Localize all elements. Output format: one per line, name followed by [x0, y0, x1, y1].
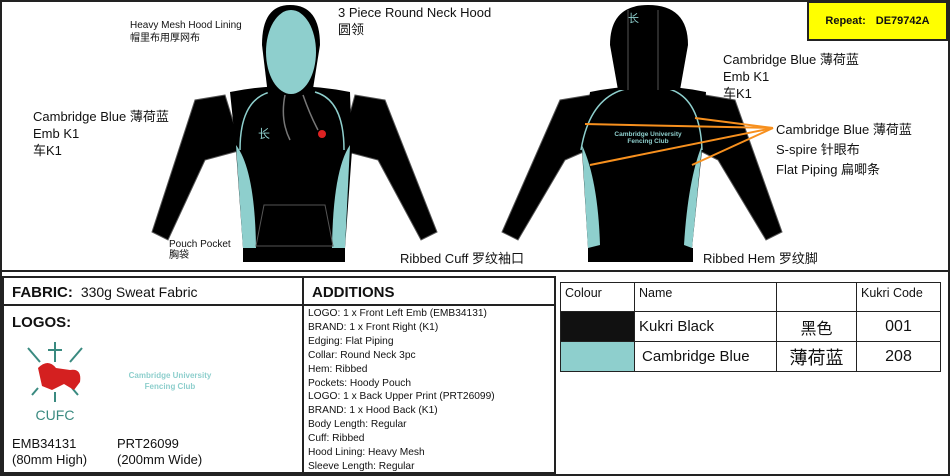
front-emb-label: Cambridge Blue 薄荷蓝 Emb K1 车K1	[33, 108, 169, 159]
addition-item: LOGO: 1 x Back Upper Print (PRT26099)	[308, 391, 495, 403]
brand-k1-mark: ⻓	[258, 127, 270, 141]
back-hoodie: ⻓	[501, 5, 783, 262]
addition-item: Hood Lining: Heavy Mesh	[308, 447, 425, 459]
repeat-badge: Repeat: DE79742A	[807, 1, 948, 41]
logo-emb-caption: EMB34131 (80mm High)	[12, 436, 87, 468]
addition-item: Collar: Round Neck 3pc	[308, 349, 416, 361]
addition-item: Cuff: Ribbed	[308, 433, 365, 445]
crest-text: CUFC	[36, 407, 75, 423]
logo-prt-code: PRT26099	[117, 436, 179, 451]
back-emb-label: Cambridge Blue 薄荷蓝 Emb K1 车K1	[723, 51, 859, 102]
print-logo-line2: Fencing Club	[144, 382, 196, 391]
logos-box: LOGOS: CUFC Cambridge University Fencing…	[2, 304, 304, 474]
addition-item: Hem: Ribbed	[308, 363, 368, 375]
colour-name: Kukri Black	[634, 311, 777, 342]
piping-line3: Flat Piping 扁唧条	[776, 162, 881, 177]
colour-swatch-cambridge-blue	[560, 341, 635, 372]
front-emb-line2: Emb K1	[33, 126, 80, 141]
addition-item: Body Length: Regular	[308, 419, 407, 431]
header-name: Name	[634, 282, 777, 312]
pocket-label: Pouch Pocket 胸袋	[169, 239, 231, 261]
cufc-crest-logo: CUFC	[27, 342, 83, 423]
colour-name: Cambridge Blue	[634, 341, 777, 372]
addition-item: Pockets: Hoody Pouch	[308, 377, 412, 389]
addition-item: Edging: Flat Piping	[308, 335, 394, 347]
hood-en: 3 Piece Round Neck Hood	[338, 5, 492, 20]
table-row: Cambridge Blue 薄荷蓝 208	[560, 341, 941, 372]
section-divider	[0, 270, 950, 272]
back-emb-line3: 车K1	[723, 86, 752, 101]
addition-item: BRAND: 1 x Front Right (K1)	[308, 321, 439, 333]
fabric-value: 330g Sweat Fabric	[80, 284, 198, 300]
front-hoodie: ⻓	[151, 5, 438, 262]
repeat-code: DE79742A	[875, 15, 930, 27]
table-row: Kukri Black 黑色 001	[560, 311, 941, 342]
front-emb-line3: 车K1	[33, 143, 62, 158]
addition-item: LOGO: 1 x Front Left Emb (EMB34131)	[308, 308, 487, 319]
hood-lining-en: Heavy Mesh Hood Lining	[130, 20, 242, 31]
back-emb-line2: Emb K1	[723, 69, 770, 84]
logo-prt-caption: PRT26099 (200mm Wide)	[117, 436, 202, 468]
svg-text:⻓: ⻓	[628, 12, 639, 25]
back-print-line1: Cambridge University	[614, 131, 682, 138]
pocket-en: Pouch Pocket	[169, 239, 231, 250]
front-crest-mark	[318, 130, 326, 138]
repeat-label: Repeat:	[825, 15, 866, 27]
colour-table: Colour Name Kukri Code Kukri Black 黑色 00…	[560, 282, 941, 372]
piping-line2: S-spire 针眼布	[776, 142, 860, 157]
cuff-label: Ribbed Cuff 罗纹袖口	[400, 251, 525, 266]
hem-label: Ribbed Hem 罗纹脚	[703, 251, 818, 266]
header-colour: Colour	[560, 282, 635, 312]
header-chinese	[776, 282, 857, 312]
colour-cn: 薄荷蓝	[776, 341, 857, 372]
fabric-label: FABRIC:	[12, 284, 73, 301]
piping-line1: Cambridge Blue 薄荷蓝	[776, 122, 912, 137]
callout-lines	[584, 117, 774, 166]
hood-lining-label: Heavy Mesh Hood Lining 帽里布用厚网布	[130, 19, 242, 45]
colour-table-header: Colour Name Kukri Code	[560, 282, 941, 312]
logo-emb-size: (80mm High)	[12, 452, 88, 467]
back-print-line2: Fencing Club	[627, 138, 669, 145]
colour-code: 208	[856, 341, 941, 372]
colour-cn: 黑色	[776, 311, 857, 342]
addition-item: Sleeve Length: Regular	[308, 460, 415, 472]
header-kukri-code: Kukri Code	[856, 282, 941, 312]
hood-cn: 圆领	[338, 22, 365, 37]
pocket-cn: 胸袋	[169, 250, 189, 261]
front-emb-line1: Cambridge Blue 薄荷蓝	[33, 109, 169, 124]
additions-list: LOGO: 1 x Front Left Emb (EMB34131) BRAN…	[302, 304, 556, 474]
garment-illustrations: ⻓ ⻓	[151, 5, 783, 262]
logo-prt-size: (200mm Wide)	[117, 452, 203, 467]
additions-header: ADDITIONS	[302, 276, 556, 306]
fabric-box: FABRIC: 330g Sweat Fabric	[2, 276, 304, 306]
hood-lining-cn: 帽里布用厚网布	[130, 33, 200, 44]
addition-item: BRAND: 1 x Hood Back (K1)	[308, 405, 438, 417]
logos-label: LOGOS:	[12, 314, 72, 331]
hood-label: 3 Piece Round Neck Hood 圆领	[338, 4, 491, 38]
colour-swatch-black	[560, 311, 635, 342]
piping-label: Cambridge Blue 薄荷蓝 S-spire 针眼布 Flat Pipi…	[776, 120, 912, 180]
logo-emb-code: EMB34131	[12, 436, 77, 451]
back-emb-line1: Cambridge Blue 薄荷蓝	[723, 52, 859, 67]
back-print-text: Cambridge University Fencing Club	[608, 131, 688, 145]
colour-code: 001	[856, 311, 941, 342]
print-logo: Cambridge University Fencing Club	[120, 370, 220, 392]
print-logo-line1: Cambridge University	[128, 371, 212, 380]
